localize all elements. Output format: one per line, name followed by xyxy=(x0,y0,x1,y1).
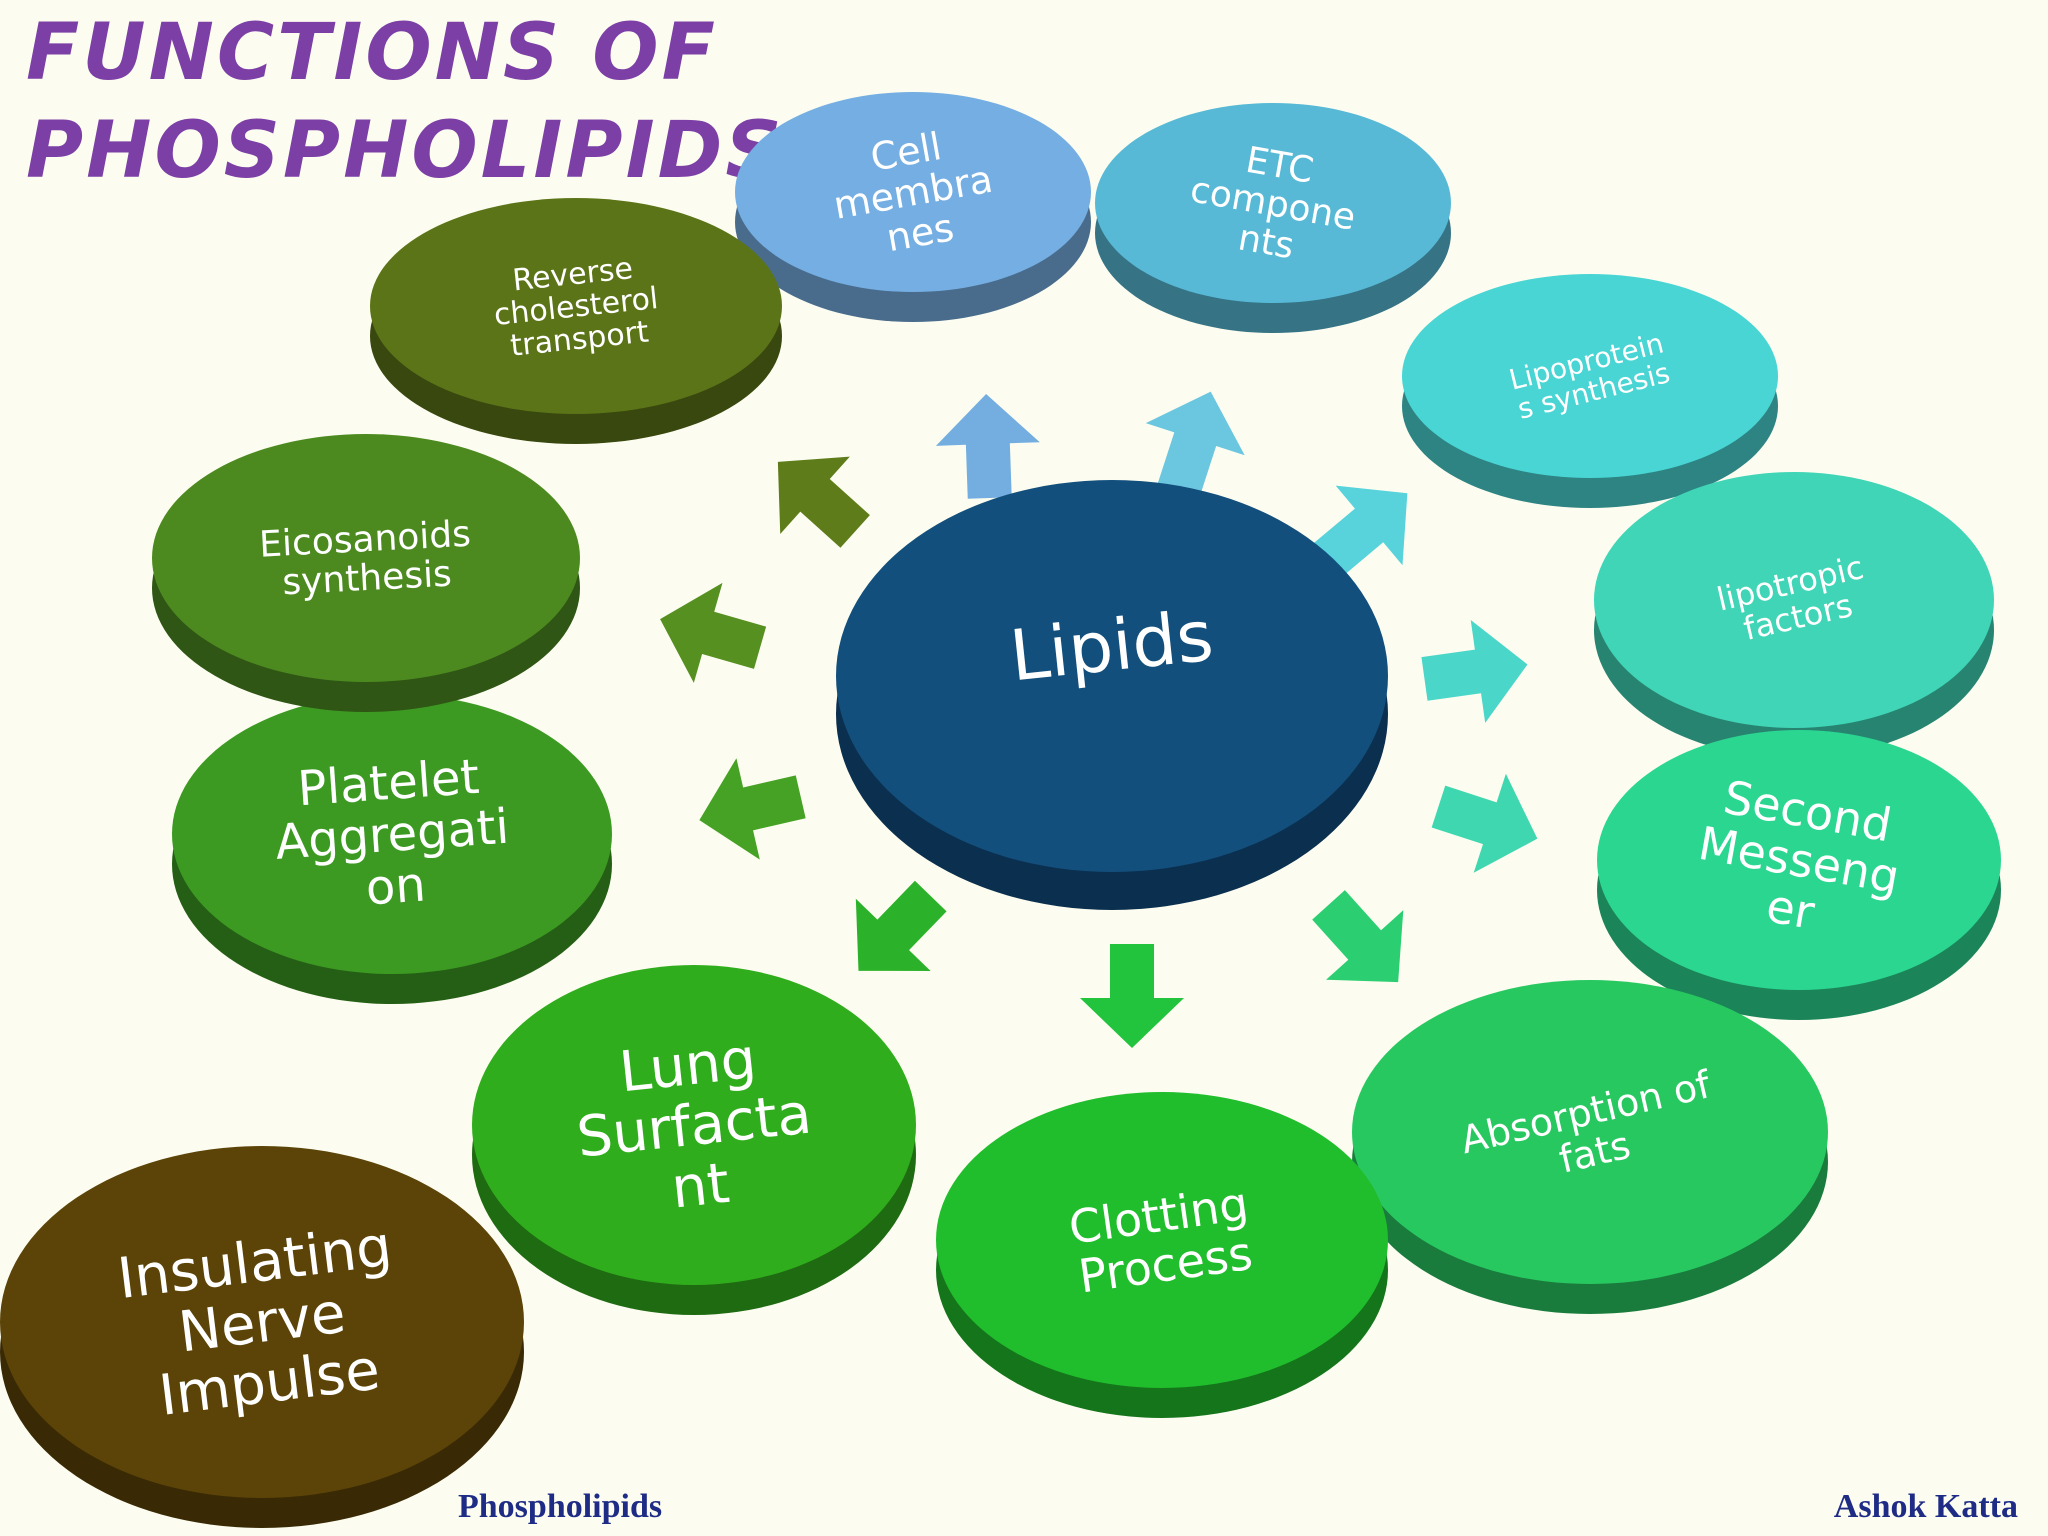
function-node-top xyxy=(0,1146,524,1498)
flow-arrow xyxy=(699,758,806,860)
flow-arrow xyxy=(1431,773,1538,873)
function-node-top xyxy=(370,198,782,414)
function-node-label-line: Lung xyxy=(616,1026,759,1105)
function-node: ETCcomponents xyxy=(1095,103,1451,333)
flow-arrow xyxy=(1145,391,1245,498)
function-node: PlateletAggregation xyxy=(172,694,612,1004)
function-node: Eicosanoidssynthesis xyxy=(152,434,580,712)
flow-arrow xyxy=(1421,619,1528,723)
flow-arrow xyxy=(855,880,947,971)
function-node-label-line: synthesis xyxy=(281,554,452,604)
function-node: LungSurfactant xyxy=(472,965,916,1315)
function-node-top xyxy=(1352,980,1828,1284)
function-node: InsulatingNerveImpulse xyxy=(0,1146,524,1528)
function-node-top xyxy=(472,965,916,1285)
arrows-layer xyxy=(660,391,1538,1048)
flow-arrow xyxy=(1312,890,1404,983)
function-node-top xyxy=(1095,103,1451,303)
function-node-top xyxy=(1597,730,2001,990)
function-node-label: Cellmembranes xyxy=(823,116,1003,268)
function-node-top xyxy=(936,1092,1388,1388)
function-node: Absorption offats xyxy=(1352,980,1828,1314)
function-node-label-line: Platelet xyxy=(296,749,481,818)
function-node-label-line: er xyxy=(1762,878,1818,939)
function-node-label: Eicosanoidssynthesis xyxy=(258,514,474,605)
footer-topic: Phospholipids xyxy=(458,1488,663,1525)
flow-arrow xyxy=(1080,944,1184,1048)
function-node-top xyxy=(1402,274,1778,478)
function-node: ClottingProcess xyxy=(936,1092,1388,1418)
flow-arrow xyxy=(1313,485,1408,577)
function-node: lipotropicfactors xyxy=(1594,472,1994,758)
function-node: SecondMessenger xyxy=(1597,730,2001,1020)
center-node: Lipids xyxy=(836,480,1388,910)
function-node-top xyxy=(152,434,580,682)
function-node-top xyxy=(172,694,612,974)
flow-arrow xyxy=(777,456,870,548)
flow-arrow xyxy=(935,394,1040,499)
slide-title: FUNCTIONS OF PHOSPHOLIPIDS xyxy=(26,8,785,196)
function-node: Cellmembranes xyxy=(735,92,1091,322)
center-node-top xyxy=(836,480,1388,872)
flow-arrow xyxy=(660,582,767,683)
function-node-label-line: nts xyxy=(1235,217,1297,267)
function-node: Reversecholesteroltransport xyxy=(370,198,782,444)
function-node-label-line: on xyxy=(364,856,428,916)
function-node-label-line: nt xyxy=(668,1151,732,1222)
footer-author: Ashok Katta xyxy=(1833,1488,2018,1525)
function-node: Lipoproteins synthesis xyxy=(1402,274,1778,508)
function-node-top xyxy=(735,92,1091,292)
function-node-top xyxy=(1594,472,1994,728)
